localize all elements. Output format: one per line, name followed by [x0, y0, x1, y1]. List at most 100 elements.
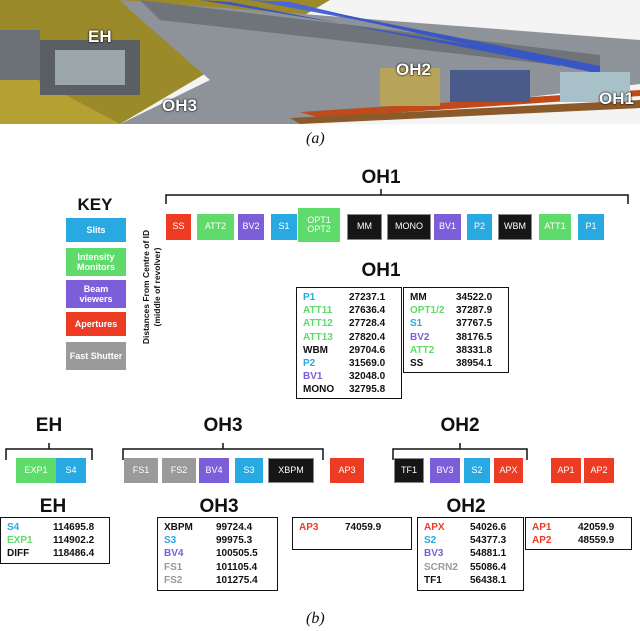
table-row-value: 27820.4 [349, 331, 386, 343]
caption-a: (a) [306, 130, 325, 147]
oh1-title: OH1 [361, 167, 401, 188]
oh3-title: OH3 [203, 415, 243, 436]
table-row: BV3 54881.1 [424, 547, 517, 560]
table-row-name: OPT1/2 [410, 305, 445, 317]
table-row-value: 100505.5 [216, 548, 258, 560]
eh-table-title: EH [39, 496, 67, 517]
table-row: OPT1/2 37287.9 [410, 304, 502, 317]
axis-label: Distances From Centre of ID (middle of r… [141, 217, 163, 357]
axis-label-line1: Distances From Centre of ID [141, 229, 151, 345]
table-row: S3 99975.3 [164, 534, 271, 547]
render-label-oh3: OH3 [162, 96, 197, 115]
table-row-name: AP1 [532, 522, 552, 533]
table-row-value: 101105.4 [216, 561, 258, 573]
table-row-value: 37287.9 [456, 305, 493, 317]
table-row-value: 38176.5 [456, 331, 493, 343]
table-row: APX 54026.6 [424, 521, 517, 534]
key-item-beam-viewers: Beam viewers [66, 280, 126, 308]
table-row-value: 38331.8 [456, 344, 493, 356]
oh3-fs2-box: FS2 [162, 458, 196, 483]
table-row-value: 101275.4 [216, 574, 258, 586]
eh-s4-box: S4 [56, 458, 86, 483]
table-row-value: 56438.1 [470, 574, 507, 586]
table-row-value: 42059.9 [578, 522, 615, 533]
table-row-value: 54026.6 [470, 522, 507, 533]
table-row-value: 55086.4 [470, 561, 507, 573]
key-item-intensity-monitors: Intensity Monitors [66, 248, 126, 276]
table-row-name: DIFF [7, 548, 30, 560]
table-row-name: BV2 [410, 331, 430, 343]
axis-label-line2: (middle of revolver) [152, 247, 162, 327]
table-row-name: P1 [303, 292, 316, 303]
key-item-apertures: Apertures [66, 312, 126, 336]
caption-b: (b) [306, 610, 325, 627]
ap3-ap3-box: AP3 [330, 458, 364, 483]
table-row-name: ATT11 [303, 305, 333, 317]
eh-exp1-box: EXP1 [16, 458, 56, 483]
table-row-name: ATT12 [303, 318, 333, 330]
oh2-table-title: OH2 [446, 496, 486, 517]
table-row: ATT12 27728.4 [303, 317, 395, 330]
oh1-att1-box: ATT1 [539, 214, 571, 240]
table-row-value: 34522.0 [456, 292, 493, 303]
table-row-name: S3 [164, 535, 177, 547]
table-row-name: S4 [7, 522, 20, 533]
oh3-bv4-box: BV4 [199, 458, 229, 483]
ap12-ap1-box: AP1 [551, 458, 581, 483]
table-row-value: 99975.3 [216, 535, 253, 547]
table-row-value: 32795.8 [349, 384, 386, 396]
oh1-ss-box: SS [166, 214, 191, 240]
table-row-name: ATT13 [303, 331, 333, 343]
render-label-oh2: OH2 [396, 60, 431, 79]
ap12-ap2-box: AP2 [584, 458, 614, 483]
oh1-p1-box: P1 [578, 214, 604, 240]
beamline-render [0, 0, 640, 124]
table-row-name: AP3 [299, 522, 319, 533]
table-row-value: 54881.1 [470, 548, 507, 560]
table-row: FS2 101275.4 [164, 574, 271, 587]
oh1-opt1-opt2-box: OPT1 OPT2 [298, 208, 340, 242]
oh2-apx-box: APX [494, 458, 523, 483]
oh1-mono-box: MONO [387, 214, 431, 240]
table-row-name: SCRN2 [424, 561, 458, 573]
table-row-name: APX [424, 522, 445, 533]
table-row-name: TF1 [424, 574, 442, 586]
table-row: WBM 29704.6 [303, 344, 395, 357]
eh-title: EH [35, 415, 63, 436]
table-row-value: 114695.8 [53, 522, 95, 533]
table-row-value: 27728.4 [349, 318, 386, 330]
render-label-oh1: OH1 [599, 89, 634, 108]
table-row-value: 54377.3 [470, 535, 507, 547]
table-row-name: BV4 [164, 548, 184, 560]
key-title: KEY [77, 195, 113, 214]
table-row-name: FS2 [164, 574, 183, 586]
table-row: AP1 42059.9 [532, 521, 625, 534]
table-row-name: S2 [424, 535, 437, 547]
oh3-xbpm-box: XBPM [268, 458, 314, 483]
table-row-name: BV3 [424, 548, 444, 560]
table-row-value: 32048.0 [349, 371, 386, 383]
table-row-name: S1 [410, 318, 423, 330]
table-row-name: SS [410, 357, 424, 369]
table-row-value: 29704.6 [349, 344, 386, 356]
table-row-name: AP2 [532, 535, 552, 547]
table-row-value: 114902.2 [53, 535, 95, 547]
table-row-name: WBM [303, 344, 328, 356]
